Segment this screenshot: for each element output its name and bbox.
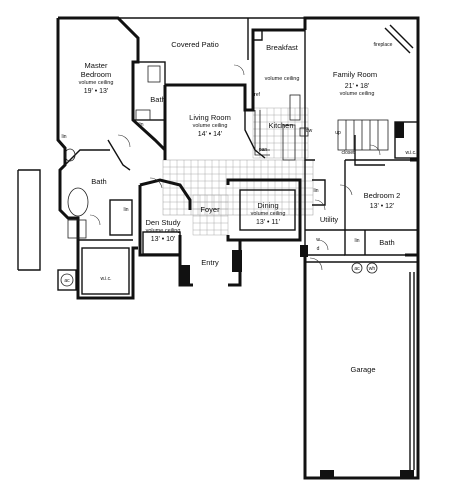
- lin-master-note: lin: [138, 122, 143, 128]
- den-study-label: Den Study: [145, 218, 180, 227]
- living-room-label: Living Room: [189, 113, 231, 122]
- dining-dims: 13' • 11': [256, 219, 280, 226]
- entry-label: Entry: [201, 258, 219, 267]
- walls: [17, 16, 420, 480]
- wic-master-note: w.i.c.: [100, 276, 111, 282]
- pan-note: pan: [259, 147, 268, 153]
- living-room-ceiling: volume ceiling: [193, 123, 228, 129]
- master-bath-label: Bath: [91, 177, 106, 186]
- dw-note: dw: [306, 128, 313, 134]
- up-note: up: [335, 130, 341, 136]
- fireplace-note: fireplace: [374, 42, 393, 48]
- wic-family-note: w.i.c.: [405, 150, 416, 156]
- bedroom2-label: Bedroom 2: [364, 191, 401, 200]
- master-bedroom-dims: 19' • 13': [84, 88, 109, 95]
- family-room-ceiling: volume ceiling: [340, 91, 375, 97]
- ac-left-note: ac: [64, 278, 70, 284]
- room-labels: Covered Patio Breakfast Master Bedroom v…: [79, 40, 401, 374]
- ac-right-note: ac: [354, 266, 360, 272]
- utility-label: Utility: [320, 215, 339, 224]
- fixture-notes: fireplace ref pan dw up closet w.i.c. w.…: [61, 42, 416, 284]
- lin-bath2-note: lin: [354, 238, 359, 244]
- master-bedroom-ceiling: volume ceiling: [79, 80, 114, 86]
- living-room-dims: 14' • 14': [198, 131, 223, 138]
- breakfast-label: Breakfast: [266, 43, 299, 52]
- family-room-label: Family Room: [333, 70, 377, 79]
- door-swings: [89, 64, 381, 271]
- dryer-note: d: [317, 246, 320, 252]
- garage-label: Garage: [350, 365, 375, 374]
- washer-note: w: [316, 237, 320, 243]
- bath2-label: Bath: [379, 238, 394, 247]
- master-bedroom-label-1: Master: [85, 61, 108, 70]
- lin-hall-note: lin: [123, 207, 128, 213]
- dining-ceiling: volume ceiling: [251, 211, 286, 217]
- den-study-dims: 13' • 10': [151, 236, 176, 243]
- lin-util-note: lin: [313, 188, 318, 194]
- ref-note: ref: [254, 92, 260, 98]
- wh-note: wh: [369, 266, 376, 272]
- bedroom2-dims: 13' • 12': [370, 203, 395, 210]
- master-bedroom-label-2: Bedroom: [81, 70, 111, 79]
- dining-label: Dining: [257, 201, 278, 210]
- den-study-ceiling: volume ceiling: [146, 228, 181, 234]
- closet-note: closet: [341, 150, 355, 156]
- kitchen-label: Kitchen: [268, 121, 293, 130]
- covered-patio-label: Covered Patio: [171, 40, 219, 49]
- master-bath-small-label: Bath: [150, 95, 165, 104]
- kitchen-ceiling: volume ceiling: [265, 76, 300, 82]
- foyer-label: Foyer: [200, 205, 220, 214]
- lin-bath-note: lin: [61, 134, 66, 140]
- family-room-dims: 21' • 18': [345, 83, 370, 90]
